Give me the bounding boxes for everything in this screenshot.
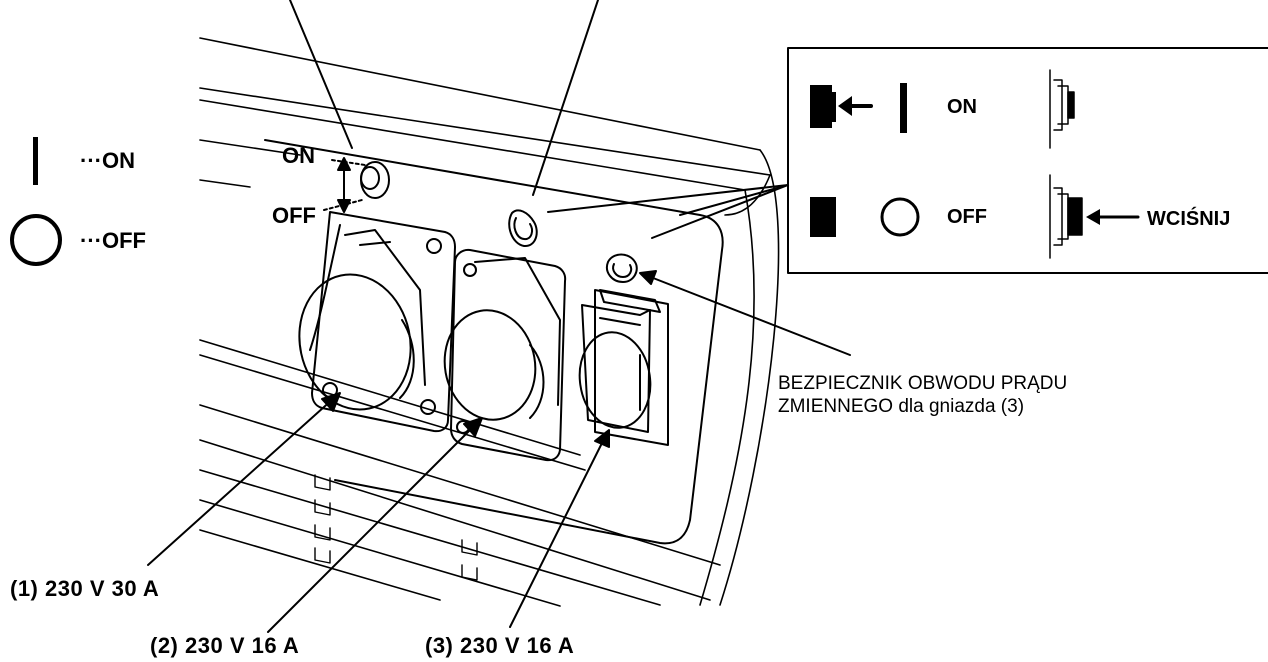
socket-2-label: (2) 230 V 16 A (150, 633, 300, 658)
socket-3-label: (3) 230 V 16 A (425, 633, 575, 658)
inset-off-symbols (810, 197, 920, 237)
socket-1-label: (1) 230 V 30 A (10, 576, 160, 601)
legend-on-label: ···ON (80, 148, 135, 173)
legend-off-label: ···OFF (80, 228, 146, 253)
circuit-breaker (606, 253, 638, 283)
socket-2 (443, 248, 567, 462)
socket-1 (298, 211, 456, 433)
legend-off-symbol (10, 214, 62, 266)
housing-outline (199, 37, 780, 607)
inset-off-button-side (1049, 174, 1140, 259)
breaker-leader (639, 270, 851, 356)
legend-on-symbol (33, 137, 38, 185)
main-switch (323, 157, 390, 213)
inset-off-label: OFF (947, 206, 987, 228)
socket-3 (578, 289, 669, 446)
socket-leaders (147, 392, 610, 633)
breaker-callout-line2: ZMIENNEGO dla gniazda (3) (778, 396, 1025, 417)
inset-push-label: WCIŚNIJ (1147, 208, 1231, 230)
indicator-lamp (508, 209, 538, 247)
front-panel-plate (264, 139, 724, 545)
inset-on-symbols (810, 83, 907, 133)
breaker-callout-line1: BEZPIECZNIK OBWODU PRĄDU (778, 373, 1068, 394)
vent-slots (314, 474, 478, 581)
switch-on-label: ON (282, 143, 315, 168)
leader-top-left (289, 0, 353, 149)
inset-on-label: ON (947, 96, 977, 118)
switch-off-label: OFF (272, 203, 316, 228)
inset-on-button-side (1049, 69, 1075, 149)
inset-box (547, 47, 1268, 274)
leader-top-middle (532, 0, 599, 196)
